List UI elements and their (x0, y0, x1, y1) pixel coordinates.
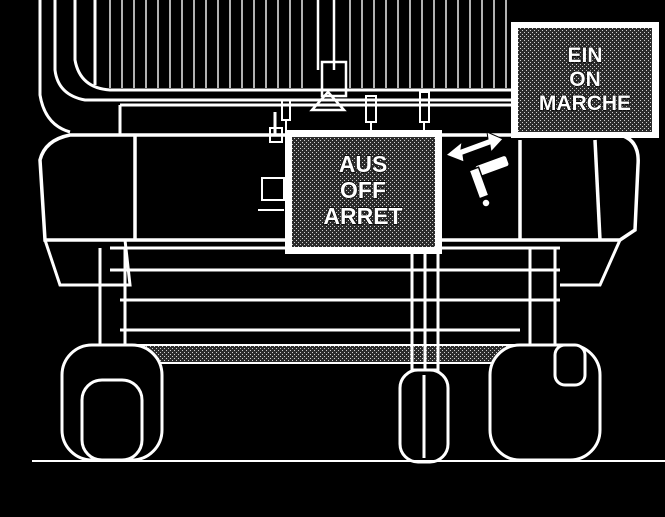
main-body (38, 133, 640, 242)
control-column (309, 0, 348, 112)
sign-on-line1: EIN (567, 44, 602, 67)
sign-on-line3: MARCHE (539, 92, 631, 115)
sign-on: EIN ON MARCHE (511, 22, 659, 138)
sign-on-line2: ON (569, 68, 601, 91)
left-wheel (60, 343, 164, 462)
side-connector (258, 177, 285, 211)
upper-housing (38, 0, 520, 134)
lower-strip (119, 344, 531, 364)
sign-off-line3: ARRET (323, 203, 402, 229)
sign-off: AUS OFF ARRET (285, 130, 442, 254)
grille (109, 0, 507, 88)
reference-code: TD14/89/65 (543, 485, 658, 508)
mid-rail (118, 103, 520, 135)
front-wheel (398, 368, 450, 464)
right-wheel (488, 343, 602, 462)
sign-off-line1: AUS (339, 151, 388, 177)
lever-icon (468, 154, 510, 208)
double-arrow-icon (445, 131, 504, 163)
sign-off-line2: OFF (340, 177, 386, 203)
side-fenders (43, 239, 622, 287)
